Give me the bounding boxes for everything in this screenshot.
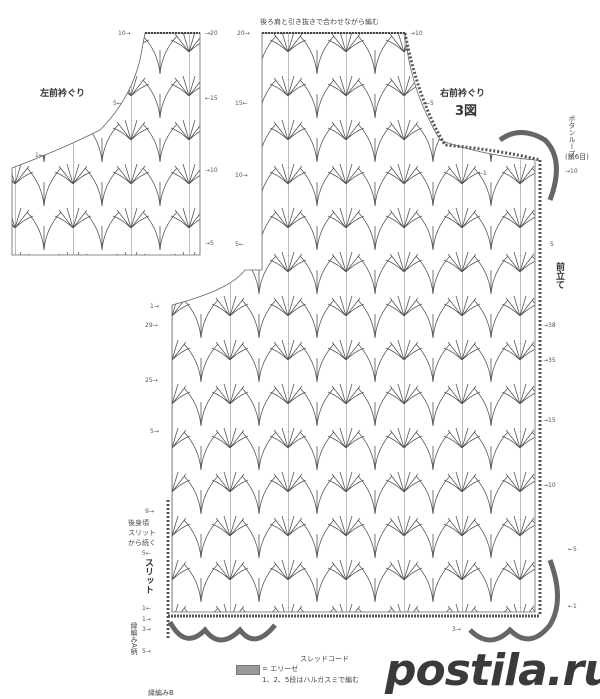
right-neckline-title: 右前衿ぐり [440, 89, 486, 99]
button-loop-label: ボタンループ [568, 115, 576, 157]
back-slit-label-3: から続く [128, 539, 156, 547]
row-label: 20→ [237, 30, 250, 37]
legend-note: 1、2、5段はハルガスミで編む [262, 676, 360, 684]
row-label: 5← [235, 241, 244, 248]
row-label: 1← [35, 152, 44, 159]
row-label: 10→ [118, 30, 131, 37]
row-label: →5 [205, 240, 214, 247]
edging-a-label: 縁編みA柄 [130, 622, 138, 655]
row-label: ←15 [205, 95, 218, 102]
row-label: →10 [543, 482, 556, 489]
row-label: →10 [565, 168, 578, 175]
row-label: →10 [410, 30, 423, 37]
front-band-label: 前立て [554, 262, 564, 289]
watermark: postila.ru [385, 645, 600, 696]
row-label: 1→ [150, 303, 159, 310]
row-label: 3→ [142, 626, 151, 633]
back-slit-label-2: スリット [128, 529, 156, 537]
button-loop-edging [498, 130, 559, 201]
row-label: 5← [113, 100, 122, 107]
row-label: ←1 [478, 170, 487, 177]
edging-a-bottom-right [468, 559, 560, 643]
row-label: ←1 [568, 603, 577, 610]
legend-swatch [236, 665, 260, 675]
row-label: ←5 [568, 546, 577, 553]
row-label: →20 [205, 30, 218, 37]
row-label: 5→ [142, 648, 151, 655]
row-label: 5→ [150, 428, 159, 435]
row-label: →35 [543, 357, 556, 364]
row-label: 1← [142, 605, 151, 612]
row-label: 3→ [452, 626, 461, 633]
slit-label: スリット [143, 558, 153, 594]
row-label: 9→ [145, 508, 154, 515]
row-label: 5 [550, 241, 554, 248]
row-label: →38 [543, 322, 556, 329]
row-label: 29→ [145, 322, 158, 329]
row-label: →10 [205, 167, 218, 174]
edging-b-label: 縁編みB [148, 689, 174, 697]
edging-a-bottom-left [167, 620, 277, 643]
right-front-body [171, 32, 536, 613]
thread-cord-label: スレッドコード [300, 655, 349, 663]
row-label: 1→ [142, 616, 151, 623]
row-label: 5← [142, 550, 151, 557]
button-loop-sub: (鎖6目) [565, 153, 589, 161]
top-note: 後ろ肩と引き抜きで合わせながら編む [260, 18, 379, 26]
legend-eq: = エリーゼ [262, 665, 299, 673]
left-neckline-title: 左前衿ぐり [40, 89, 86, 99]
left-front-panel [11, 32, 201, 256]
back-slit-label-1: 後身頃 [128, 519, 149, 527]
row-label: 10→ [235, 172, 248, 179]
row-label: 25→ [145, 377, 158, 384]
row-label: →15 [543, 417, 556, 424]
row-label: 15← [235, 100, 248, 107]
neck-edging [403, 32, 541, 162]
row-label: ←5 [425, 100, 434, 107]
figure-number: 3図 [455, 104, 478, 119]
